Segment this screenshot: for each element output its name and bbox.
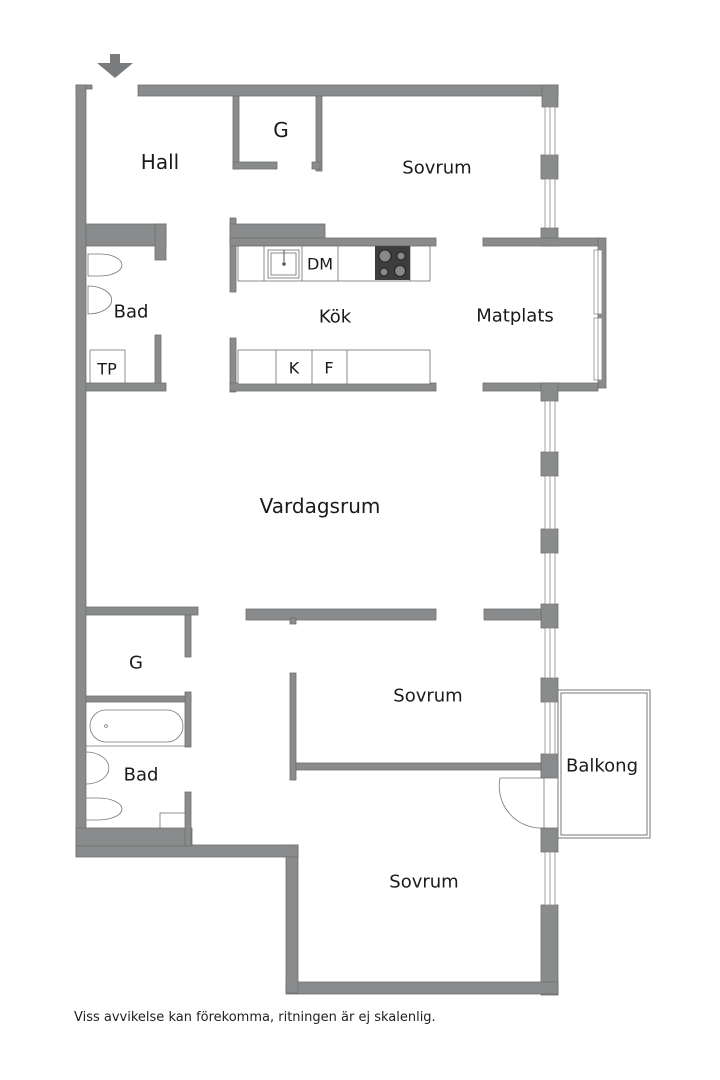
room-label-kitchen: Kök <box>318 306 352 328</box>
room-label-closet-top: G <box>273 118 289 142</box>
room-label-bedroom-middle: Sovrum <box>393 685 463 707</box>
room-label-living-room: Vardagsrum <box>259 494 381 518</box>
label-freezer: F <box>324 358 334 378</box>
disclaimer-text: Viss avvikelse kan förekomma, ritningen … <box>74 1010 436 1025</box>
door-swing <box>498 777 545 829</box>
balcony <box>557 689 651 839</box>
outer-walls <box>75 84 607 996</box>
room-label-bathroom-bottom: Bad <box>123 764 159 786</box>
room-label-bathroom-top: Bad <box>113 301 149 323</box>
label-dishwasher: DM <box>306 254 334 274</box>
stove-icon <box>375 246 410 280</box>
bathroom-fixtures-top <box>87 253 126 384</box>
room-label-bedroom-bottom: Sovrum <box>389 871 459 893</box>
room-label-hall: Hall <box>140 150 180 174</box>
bathroom-fixtures-bottom <box>85 709 186 829</box>
label-tp: TP <box>97 359 117 379</box>
room-label-dining: Matplats <box>476 305 554 327</box>
arrow-down-icon <box>97 54 133 78</box>
label-fridge: K <box>288 358 300 378</box>
windows <box>544 106 603 906</box>
room-label-bedroom-top: Sovrum <box>402 157 472 179</box>
room-label-balcony: Balkong <box>565 755 639 777</box>
interior-walls <box>85 95 542 847</box>
room-label-closet-bottom: G <box>129 652 143 674</box>
sink-icon <box>282 250 286 266</box>
